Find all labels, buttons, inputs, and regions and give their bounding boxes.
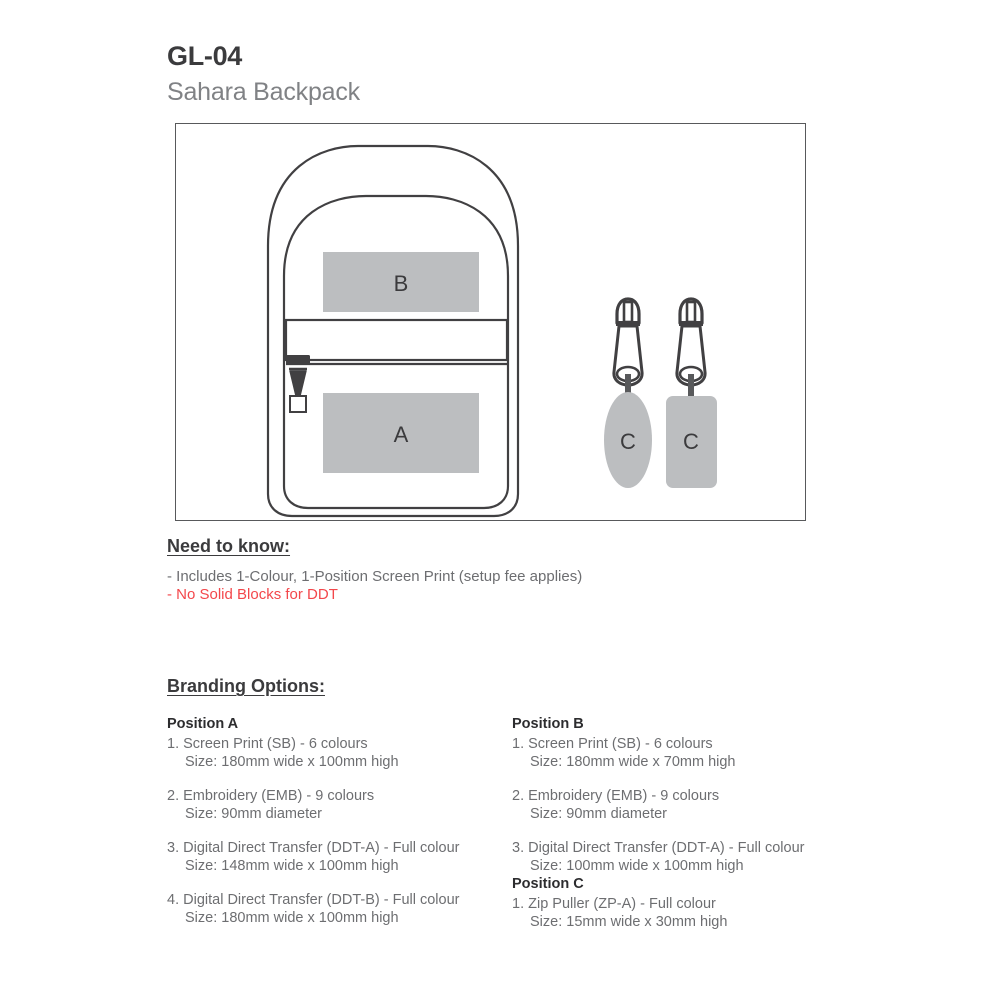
zip-tag-oval-label: C (620, 429, 636, 454)
zip-puller-oval-icon: C (604, 297, 652, 488)
zip-slider-base (679, 321, 703, 326)
front-pocket-band (284, 318, 509, 362)
product-name: Sahara Backpack (167, 78, 360, 106)
zip-tag-oval (604, 392, 652, 488)
print-area-a-label: A (394, 422, 409, 447)
branding-option-size: Size: 100mm wide x 100mm high (530, 858, 744, 874)
branding-option-name: 1. Screen Print (SB) - 6 colours (512, 736, 713, 752)
branding-column-b-c: Position B 1. Screen Print (SB) - 6 colo… (512, 715, 857, 931)
zip-tag-rectangle (666, 396, 717, 488)
zip-slider-slot (685, 300, 697, 324)
branding-option: 1. Screen Print (SB) - 6 colours Size: 1… (167, 735, 512, 771)
branding-column-a: Position A 1. Screen Print (SB) - 6 colo… (167, 715, 512, 931)
backpack-illustration: B A (266, 144, 717, 518)
zip-slider-base (616, 321, 640, 326)
zip-slider-slot (622, 300, 634, 324)
branding-option-name: 1. Zip Puller (ZP-A) - Full colour (512, 896, 716, 912)
branding-option-size: Size: 180mm wide x 100mm high (185, 910, 399, 926)
print-area-a (323, 393, 479, 473)
branding-option-name: 1. Screen Print (SB) - 6 colours (167, 736, 368, 752)
position-a-heading: Position A (167, 716, 239, 732)
branding-option-size: Size: 15mm wide x 30mm high (530, 914, 728, 930)
zipper-slider-icon (286, 355, 310, 364)
branding-option-size: Size: 180mm wide x 100mm high (185, 754, 399, 770)
position-c-heading: Position C (512, 876, 584, 892)
position-b-heading: Position B (512, 716, 584, 732)
branding-option: 3. Digital Direct Transfer (DDT-A) - Ful… (512, 839, 857, 875)
need-to-know-item-alert: - No Solid Blocks for DDT (167, 586, 338, 603)
branding-option-name: 3. Digital Direct Transfer (DDT-A) - Ful… (512, 840, 805, 856)
need-to-know-heading: Need to know: (167, 536, 291, 556)
branding-option-name: 2. Embroidery (EMB) - 9 colours (512, 788, 720, 804)
branding-option-name: 4. Digital Direct Transfer (DDT-B) - Ful… (167, 892, 460, 908)
branding-option-size: Size: 90mm diameter (530, 806, 667, 822)
zip-puller-rectangle-icon: C (666, 297, 717, 488)
zip-tag-stem (688, 374, 694, 400)
branding-options-heading: Branding Options: (167, 676, 325, 696)
print-area-b (323, 252, 479, 312)
branding-option: 1. Screen Print (SB) - 6 colours Size: 1… (512, 735, 857, 771)
position-group-a: Position A 1. Screen Print (SB) - 6 colo… (167, 715, 512, 927)
need-to-know-list: - Includes 1-Colour, 1-Position Screen P… (167, 568, 727, 604)
branding-option-size: Size: 148mm wide x 100mm high (185, 858, 399, 874)
need-to-know-item: - Includes 1-Colour, 1-Position Screen P… (167, 568, 583, 585)
branding-option: 2. Embroidery (EMB) - 9 colours Size: 90… (512, 787, 857, 823)
zip-tag-rectangle-label: C (683, 429, 699, 454)
branding-option-size: Size: 180mm wide x 70mm high (530, 754, 736, 770)
zip-tag-stem (625, 374, 631, 400)
branding-options-columns: Position A 1. Screen Print (SB) - 6 colo… (167, 715, 907, 931)
branding-option-size: Size: 90mm diameter (185, 806, 322, 822)
position-group-c: Position C 1. Zip Puller (ZP-A) - Full c… (512, 875, 857, 931)
print-area-b-label: B (394, 271, 409, 296)
branding-option: 2. Embroidery (EMB) - 9 colours Size: 90… (167, 787, 512, 823)
illustration-panel: B A (175, 123, 806, 521)
branding-option: 4. Digital Direct Transfer (DDT-B) - Ful… (167, 891, 512, 927)
branding-option-name: 3. Digital Direct Transfer (DDT-A) - Ful… (167, 840, 460, 856)
zipper-pull-square (289, 395, 307, 413)
branding-option: 1. Zip Puller (ZP-A) - Full colour Size:… (512, 895, 857, 931)
branding-option-name: 2. Embroidery (EMB) - 9 colours (167, 788, 375, 804)
position-group-b: Position B 1. Screen Print (SB) - 6 colo… (512, 715, 857, 875)
branding-option: 3. Digital Direct Transfer (DDT-A) - Ful… (167, 839, 512, 875)
product-sku: GL-04 (167, 41, 243, 71)
